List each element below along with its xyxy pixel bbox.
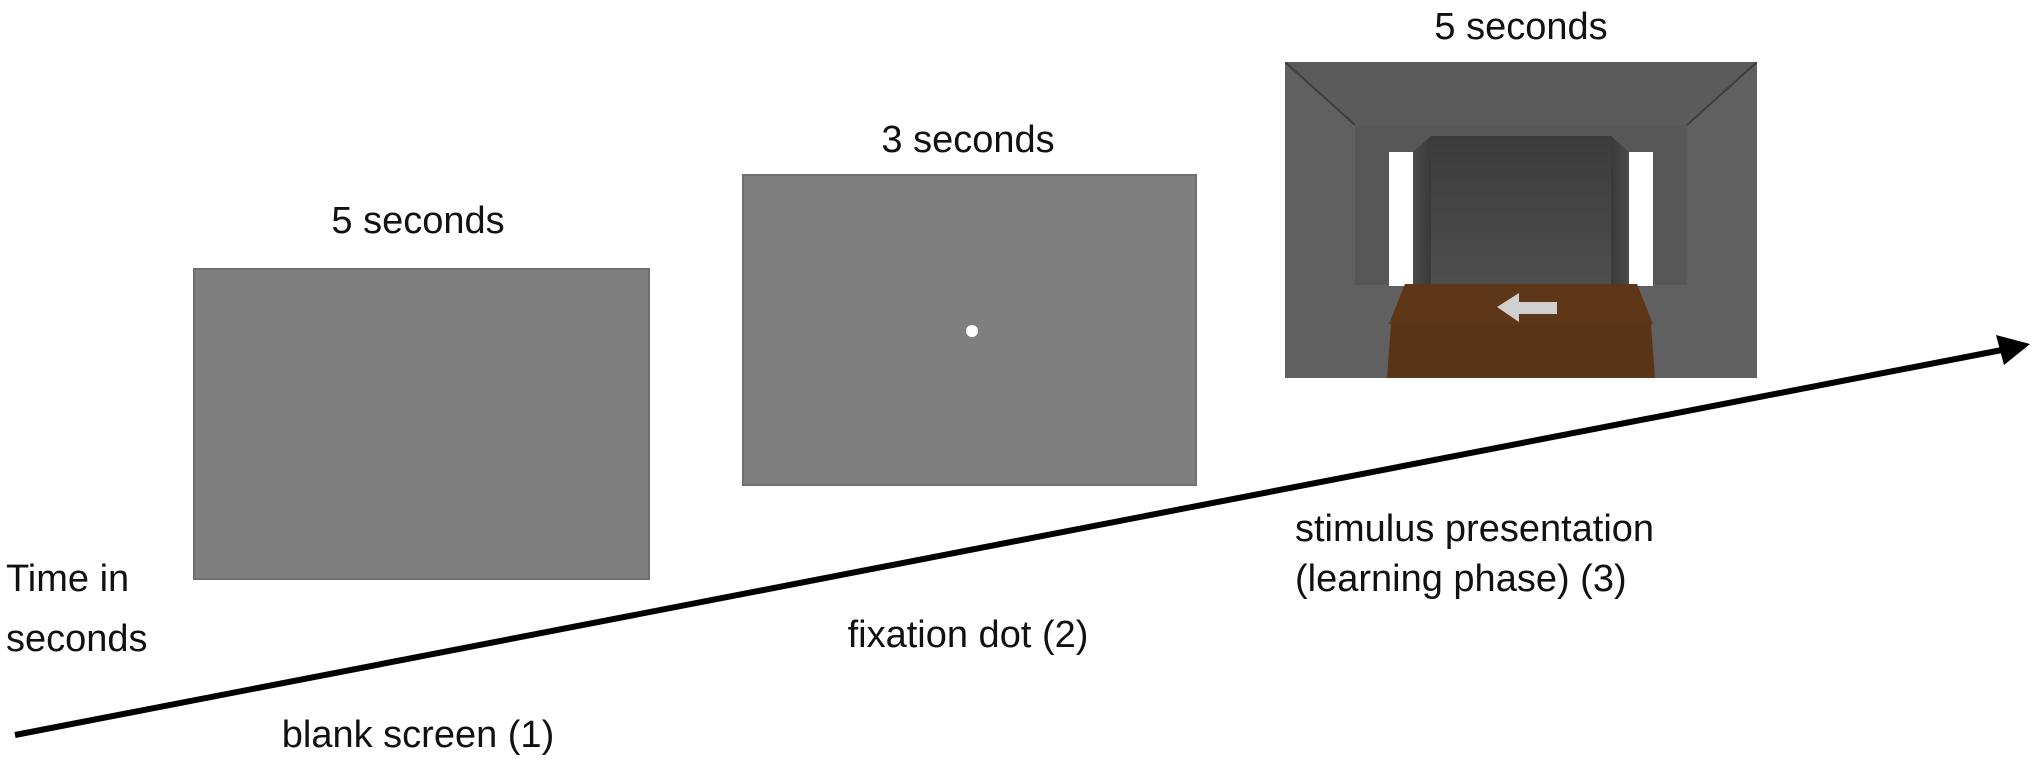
left-door-opening	[1389, 152, 1413, 286]
time-axis-line	[14, 347, 2003, 738]
corridor-stimulus-panel	[1285, 62, 1757, 378]
time-axis-arrowhead	[1996, 335, 2030, 365]
corridor-ceiling	[1285, 62, 1757, 125]
stage-2-duration: 3 seconds	[881, 119, 1055, 161]
stage-3-caption-line1: stimulus presentation	[1295, 508, 1655, 550]
time-axis-label-line1: Time in	[6, 558, 130, 600]
stage-3-duration: 5 seconds	[1434, 6, 1608, 48]
right-door-opening	[1629, 152, 1653, 286]
stage-2-caption: fixation dot (2)	[847, 614, 1089, 656]
blank-screen-panel	[193, 268, 650, 580]
fixation-dot	[966, 325, 978, 337]
stage-3-caption-line2: (learning phase) (3)	[1295, 558, 1627, 600]
fixation-screen-panel	[742, 174, 1197, 486]
time-axis-label-line2: seconds	[6, 618, 148, 660]
stage-1-caption: blank screen (1)	[281, 714, 555, 756]
left-arrow-icon	[1497, 293, 1557, 322]
corridor-end-wall	[1431, 136, 1611, 286]
stage-1-duration: 5 seconds	[331, 200, 505, 242]
